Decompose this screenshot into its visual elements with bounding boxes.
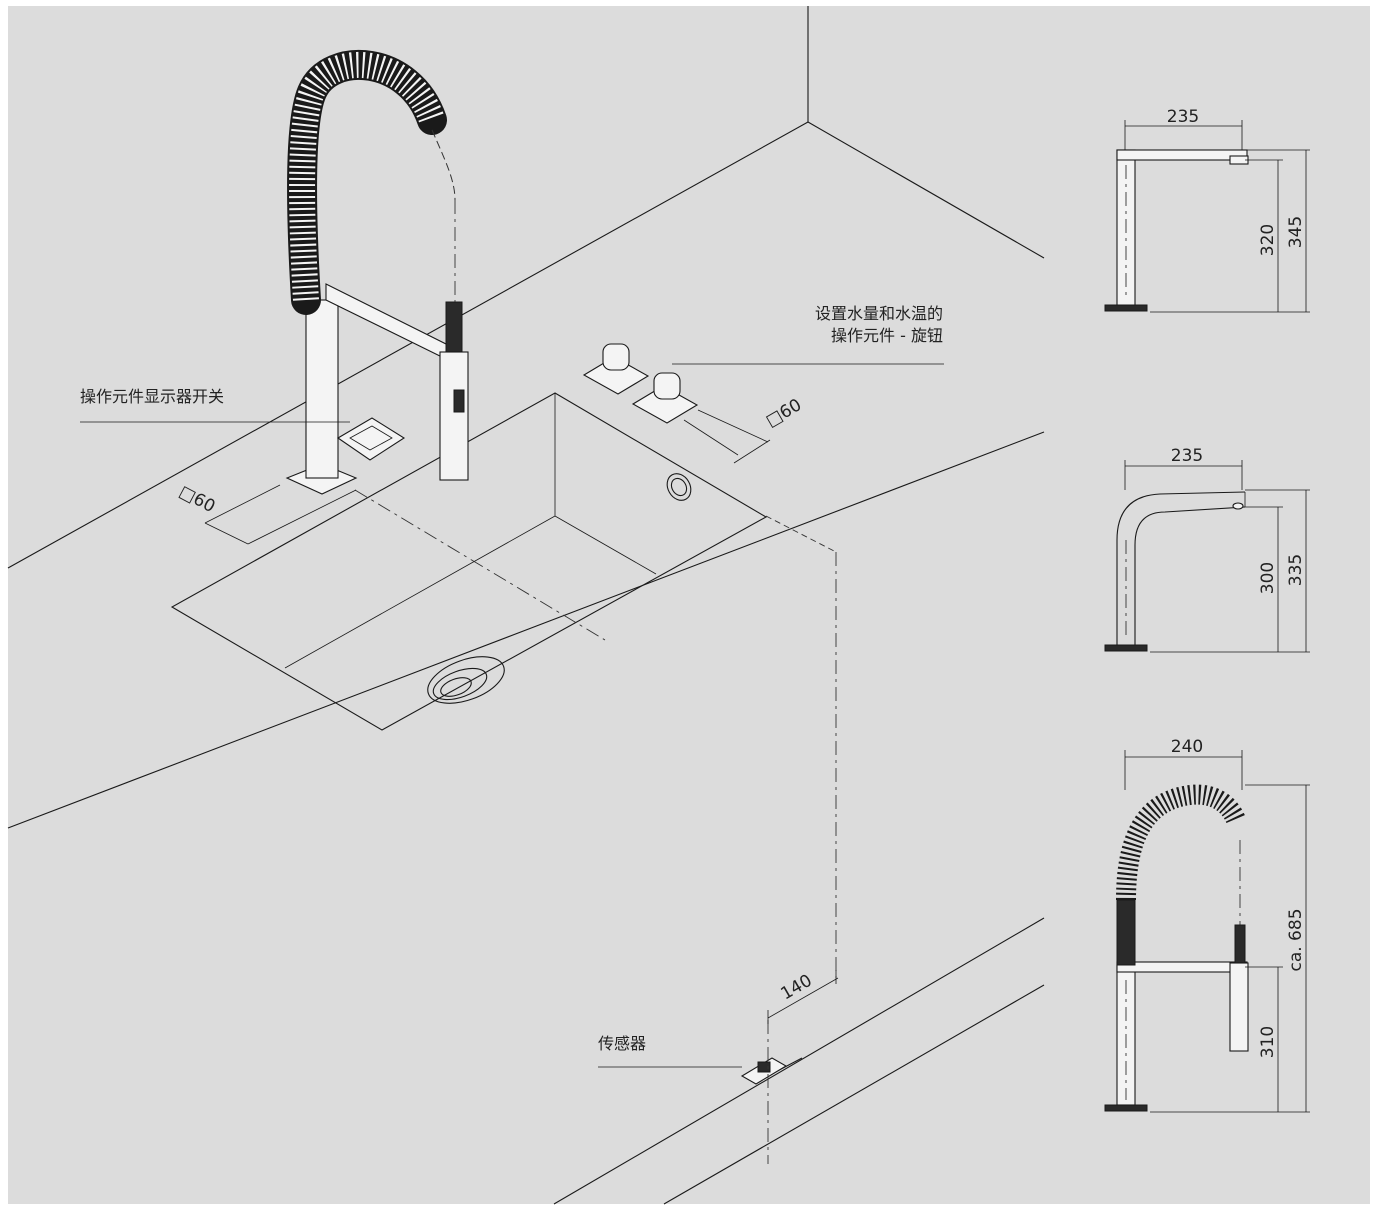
mid-width-dimension: 235 xyxy=(1171,446,1203,466)
main-faucet xyxy=(285,49,469,495)
leader-lines xyxy=(80,363,944,1068)
sensor-label: 传感器 xyxy=(598,1034,646,1053)
sink xyxy=(170,392,768,731)
mid-spout-height-dimension: 300 xyxy=(1258,562,1278,594)
side-view-top xyxy=(1104,120,1310,313)
top-width-dimension: 235 xyxy=(1167,107,1199,127)
bottom-total-height-dimension: ca. 685 xyxy=(1286,908,1306,971)
bottom-width-dimension: 240 xyxy=(1171,737,1203,757)
knob-label-line1: 设置水量和水温的 xyxy=(815,304,943,323)
top-spout-height-dimension: 320 xyxy=(1258,224,1278,256)
control-knobs xyxy=(582,343,699,424)
room-and-countertop xyxy=(7,6,1045,1205)
side-view-bottom xyxy=(1104,750,1310,1113)
side-view-middle xyxy=(1104,460,1310,653)
top-total-height-dimension: 345 xyxy=(1286,216,1306,248)
display-switch-label: 操作元件显示器开关 xyxy=(80,387,224,406)
dimension-lines xyxy=(204,409,839,1024)
mid-total-height-dimension: 335 xyxy=(1286,554,1306,586)
drawing-background xyxy=(8,6,1370,1204)
sensor-device xyxy=(740,515,837,1164)
display-switch-plate xyxy=(336,417,406,461)
bottom-spout-height-dimension: 310 xyxy=(1258,1026,1278,1058)
knob-label-line2: 操作元件 - 旋钮 xyxy=(831,326,943,345)
